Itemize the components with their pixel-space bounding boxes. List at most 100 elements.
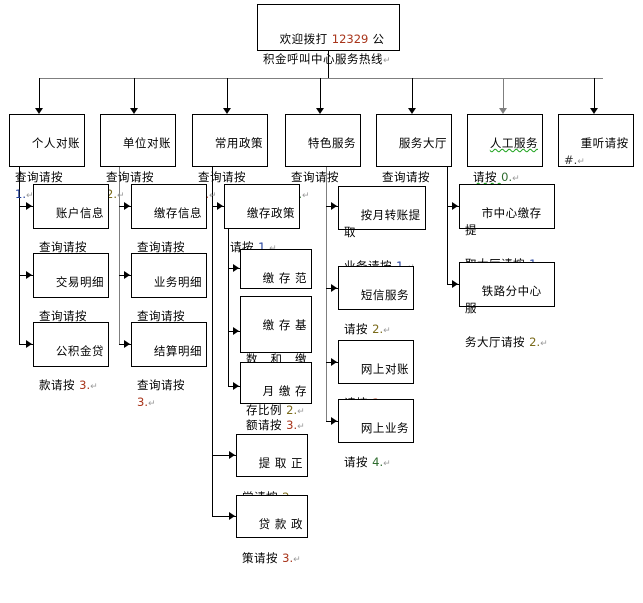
flowchart-canvas: 欢迎拨打 12329 公积金呼叫中心服务热线↵ 个人对账 查询请按 1.↵ 单位… bbox=[9, 4, 634, 565]
arrow-right-col3-sub-1 bbox=[233, 264, 239, 272]
arrow-down-3 bbox=[223, 108, 231, 114]
node-line2: 查询请按 bbox=[198, 170, 251, 184]
connector-col5-spine bbox=[447, 167, 448, 284]
title-suffix: 公积金呼叫中心服务热线 bbox=[263, 32, 385, 66]
node-key: 0. bbox=[501, 170, 513, 184]
node-line1: 缴 存 范 bbox=[262, 271, 307, 285]
arrow-down-6 bbox=[499, 108, 507, 114]
arrow-right-col3-sub-3 bbox=[233, 382, 239, 390]
node-line1: 公积金贷 bbox=[55, 344, 105, 358]
node-monthly-amount[interactable]: 月 缴 存 额请按 3.↵ bbox=[240, 362, 312, 432]
node-trade-detail[interactable]: 交易明细 查询请按 2.↵ bbox=[33, 253, 109, 340]
node-online-business[interactable]: 网上业务 请按 4.↵ bbox=[338, 399, 414, 469]
connector-col3-branch-3 bbox=[212, 516, 236, 517]
node-line2: 查询请按 bbox=[291, 170, 344, 184]
node-line1: 重听请按 bbox=[580, 136, 629, 150]
node-featured-service[interactable]: 特色服务 查询请按 4.↵ bbox=[285, 114, 361, 201]
arrow-right-col4-2 bbox=[331, 284, 337, 292]
node-line2: 款请按 bbox=[39, 378, 80, 392]
connector-title-stem bbox=[328, 51, 329, 78]
node-withdraw-normal[interactable]: 提 取 正 常请按 2.↵ bbox=[236, 434, 308, 504]
connector-col1-spine bbox=[19, 167, 20, 344]
connector-col2-spine bbox=[119, 167, 120, 344]
arrow-right-col1-3 bbox=[26, 340, 32, 348]
node-line1: 缴存政策 bbox=[246, 206, 296, 220]
node-deposit-base[interactable]: 缴 存 基 数 和 缴 存比例 2.↵ bbox=[240, 296, 312, 417]
node-fund-loan[interactable]: 公积金贷 款请按 3.↵ bbox=[33, 322, 109, 392]
arrow-right-col2-2 bbox=[124, 271, 130, 279]
node-line2: 请按 bbox=[344, 455, 373, 469]
node-key: 2. bbox=[372, 322, 384, 336]
node-railway-branch[interactable]: 铁路分中心服 务大厅请按 2.↵ bbox=[459, 262, 555, 349]
arrow-down-1 bbox=[35, 108, 43, 114]
node-key: 2. bbox=[286, 403, 298, 417]
arrow-right-col4-4 bbox=[331, 417, 337, 425]
connector-drop-5 bbox=[412, 78, 413, 111]
node-line1: 网上对账 bbox=[360, 362, 410, 376]
node-welcome-title: 欢迎拨打 12329 公积金呼叫中心服务热线↵ bbox=[257, 4, 400, 66]
arrow-down-4 bbox=[316, 108, 324, 114]
arrow-down-2 bbox=[130, 108, 138, 114]
node-key: 4. bbox=[372, 455, 384, 469]
node-line2: 请按 bbox=[473, 170, 502, 184]
arrow-right-col4-3 bbox=[331, 358, 337, 366]
node-settle-detail[interactable]: 结算明细 查询请按 3.↵ bbox=[131, 322, 207, 409]
node-key: 3. bbox=[137, 395, 148, 409]
node-key: 2. bbox=[106, 187, 117, 201]
arrow-right-col1-2 bbox=[26, 271, 32, 279]
node-line1: 结算明细 bbox=[153, 344, 203, 358]
node-line1: 人工服务 bbox=[489, 136, 539, 150]
node-personal-account[interactable]: 个人对账 查询请按 1.↵ bbox=[9, 114, 85, 201]
connector-drop-7 bbox=[594, 78, 595, 111]
connector-drop-3 bbox=[227, 78, 228, 111]
node-line1: 特色服务 bbox=[307, 136, 357, 150]
node-line2: 查询请按 bbox=[137, 309, 190, 323]
paragraph-mark: ↵ bbox=[383, 56, 391, 66]
title-hotline: 12329 bbox=[331, 32, 369, 46]
node-city-center-hall[interactable]: 市中心缴存提 取大厅请按 1.↵ bbox=[459, 184, 555, 271]
connector-col3-sub-spine bbox=[228, 229, 229, 386]
node-line1: 缴存信息 bbox=[153, 206, 203, 220]
arrow-right-col5-2 bbox=[452, 280, 458, 288]
node-online-recon[interactable]: 网上对账 请按 3.↵ bbox=[338, 340, 414, 410]
node-deposit-policy[interactable]: 缴存政策 请按 1.↵ bbox=[224, 184, 300, 254]
node-manual-service[interactable]: 人工服务 请按 0.↵ bbox=[467, 114, 543, 184]
node-line1: 贷 款 政 bbox=[258, 517, 303, 531]
connector-col4-spine bbox=[326, 167, 327, 421]
node-line1: 提 取 正 bbox=[258, 456, 303, 470]
node-repeat[interactable]: 重听请按#.↵ bbox=[558, 114, 634, 167]
node-line2: 查询请按 bbox=[106, 170, 159, 184]
node-service-hall[interactable]: 服务大厅 查询请按 5.↵ bbox=[376, 114, 452, 201]
arrow-right-col3-1 bbox=[217, 202, 223, 210]
node-line2: 查询请按 bbox=[382, 170, 435, 184]
node-line1: 按月转账提取 bbox=[344, 208, 421, 239]
node-line1: 常用政策 bbox=[214, 136, 264, 150]
node-deposit-info[interactable]: 缴存信息 查询请按 1.↵ bbox=[131, 184, 207, 271]
node-business-detail[interactable]: 业务明细 查询请按 2.↵ bbox=[131, 253, 207, 340]
node-line2: 策请按 bbox=[242, 551, 283, 565]
connector-drop-4 bbox=[320, 78, 321, 111]
node-sms-service[interactable]: 短信服务 请按 2.↵ bbox=[338, 266, 414, 336]
node-line1: 网上业务 bbox=[360, 421, 410, 435]
node-account-info[interactable]: 账户信息 查询请按 1.↵ bbox=[33, 184, 109, 271]
node-line3: 存比例 bbox=[246, 403, 287, 417]
node-key: 3. bbox=[286, 418, 298, 432]
title-prefix: 欢迎拨打 bbox=[279, 32, 332, 46]
node-common-policy[interactable]: 常用政策 查询请按 3.↵ bbox=[192, 114, 268, 201]
node-key: 2. bbox=[529, 335, 541, 349]
node-deposit-scope[interactable]: 缴 存 范 围请按 1.↵ bbox=[240, 249, 312, 319]
node-key: 1. bbox=[258, 240, 270, 254]
arrow-down-7 bbox=[590, 108, 598, 114]
arrow-right-col3-2 bbox=[229, 451, 235, 459]
node-unit-account[interactable]: 单位对账 查询请按 2.↵ bbox=[100, 114, 176, 201]
node-loan-policy[interactable]: 贷 款 政 策请按 3.↵ bbox=[236, 495, 308, 565]
connector-drop-1 bbox=[39, 78, 40, 111]
node-line2: 请按 bbox=[344, 322, 373, 336]
arrow-right-col1-1 bbox=[26, 202, 32, 210]
node-key: #. bbox=[564, 153, 578, 167]
arrow-right-col3-3 bbox=[229, 512, 235, 520]
arrow-right-col5-1 bbox=[452, 202, 458, 210]
node-line2: 查询请按 bbox=[137, 240, 190, 254]
connector-level1-bus bbox=[39, 78, 603, 79]
